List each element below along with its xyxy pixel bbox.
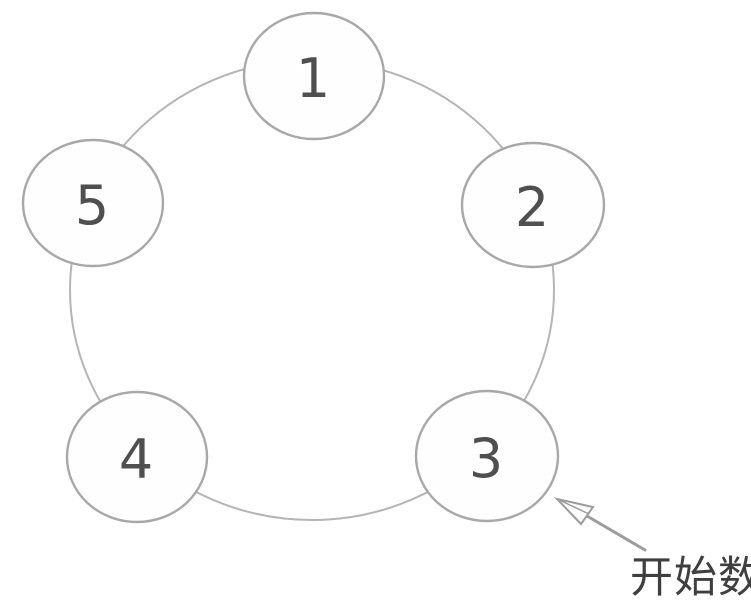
node-3: 3 <box>414 389 560 523</box>
node-3-label: 3 <box>469 427 503 490</box>
node-5-circle <box>21 138 165 268</box>
node-2: 2 <box>460 141 606 269</box>
node-1-label: 1 <box>296 47 330 110</box>
node-3-circle <box>414 389 560 523</box>
annotation-label: 开始数 <box>630 553 751 603</box>
node-2-label: 2 <box>515 176 549 239</box>
node-2-circle <box>460 141 606 269</box>
node-1-circle <box>242 11 386 141</box>
node-5: 5 <box>21 138 165 268</box>
arrow-shaft <box>585 514 647 552</box>
arrow-crease <box>556 498 590 515</box>
node-4: 4 <box>65 390 209 524</box>
node-4-label: 4 <box>119 428 153 491</box>
arrow-head-icon <box>553 497 595 526</box>
node-4-circle <box>65 390 209 524</box>
node-1: 1 <box>242 11 386 141</box>
node-5-label: 5 <box>75 174 109 237</box>
annotation-arrow-icon <box>553 497 647 552</box>
